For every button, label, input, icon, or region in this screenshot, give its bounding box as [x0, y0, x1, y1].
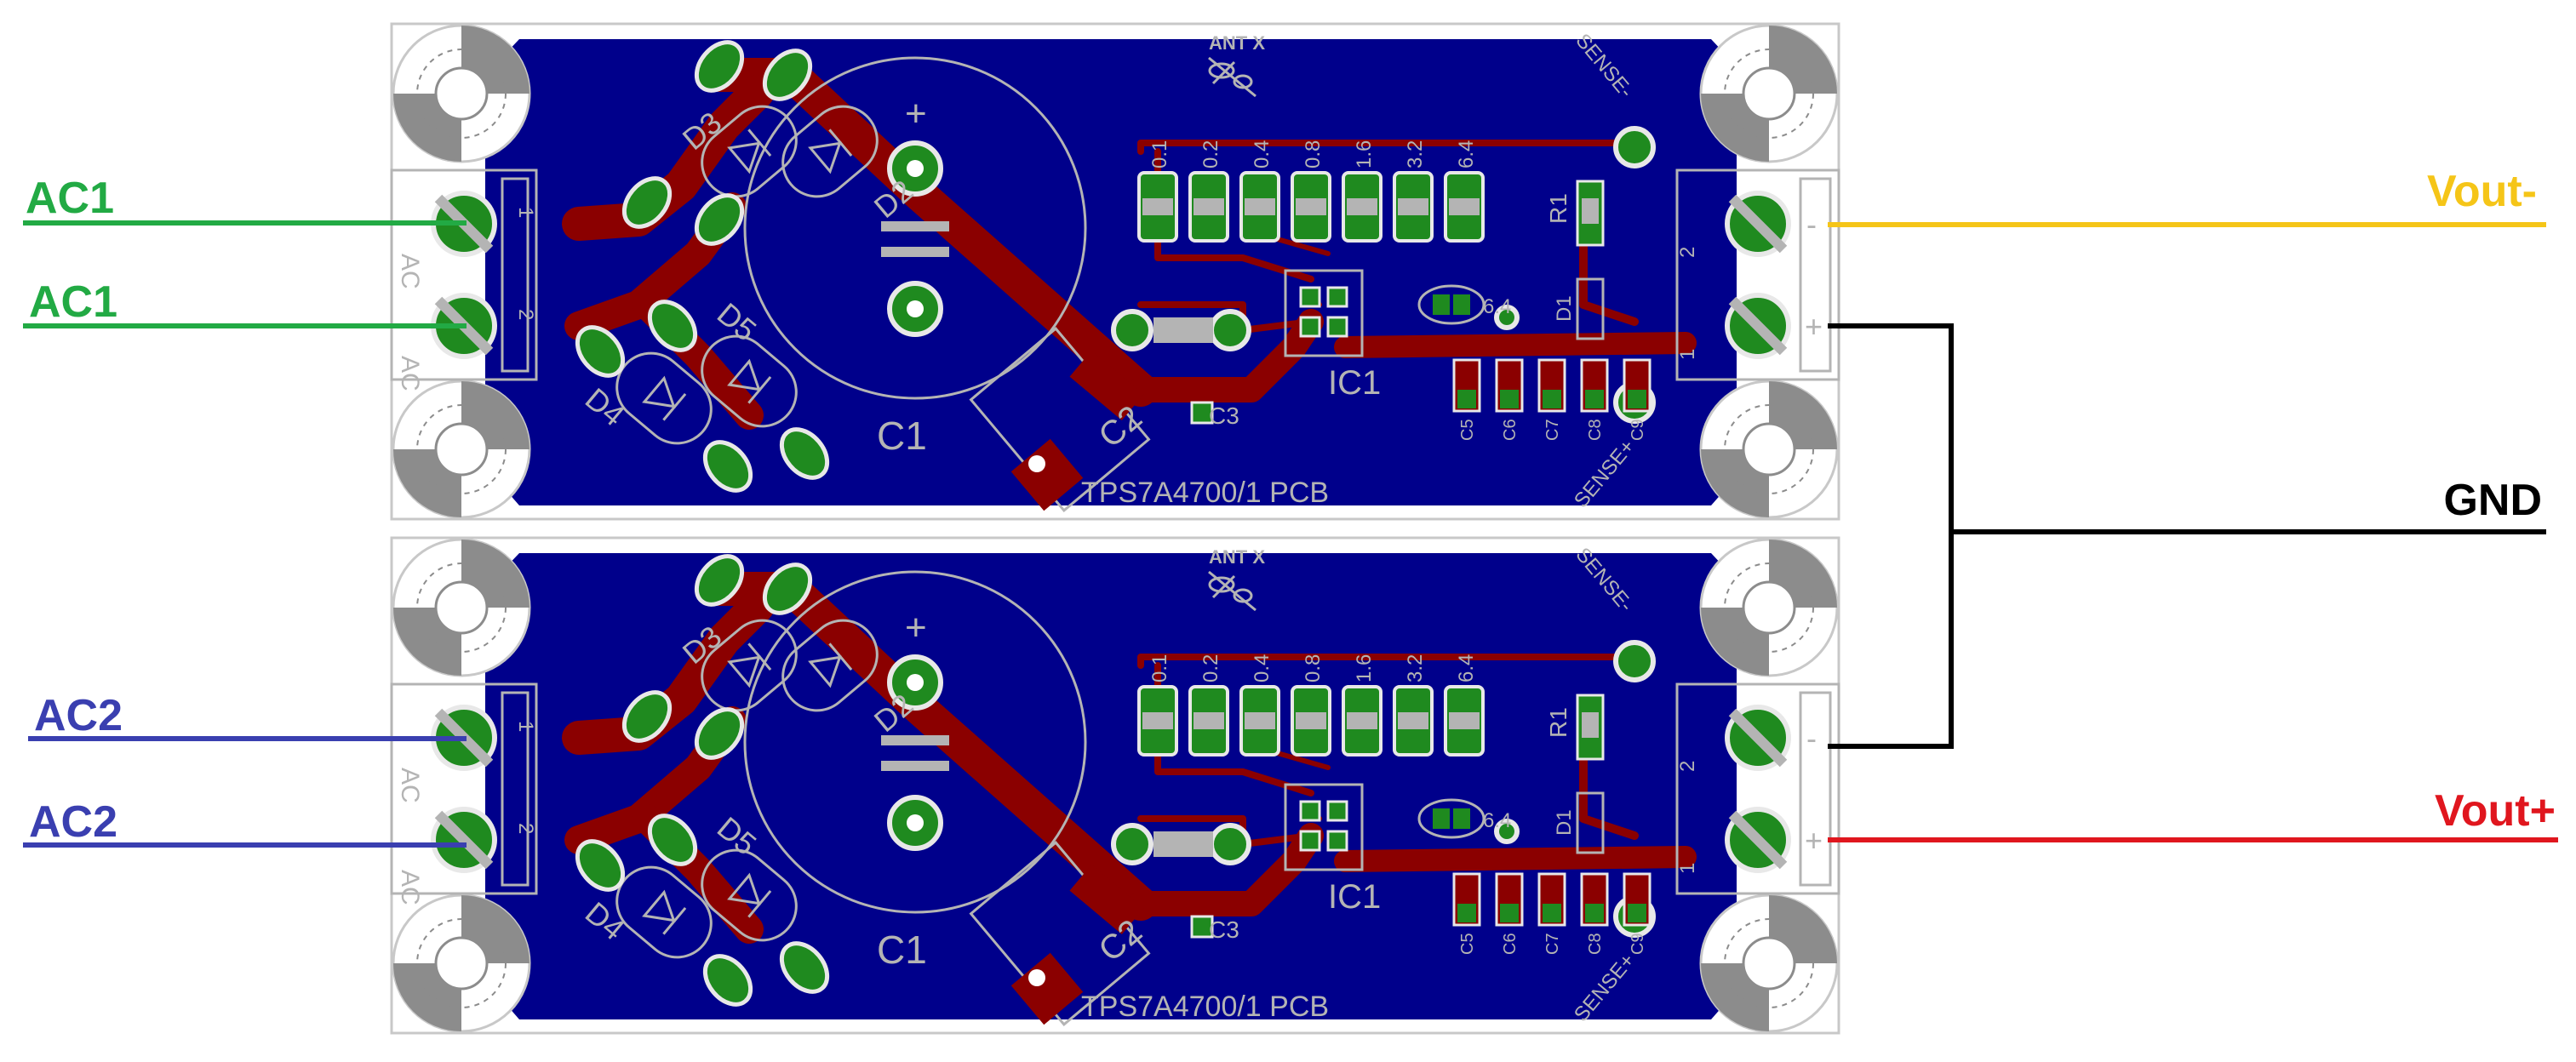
- ref-d1: D1: [1553, 295, 1576, 322]
- pin-2-right: 2: [1676, 247, 1699, 258]
- wire-gnd: [1828, 323, 1954, 749]
- pin-1-right: 1: [1676, 349, 1699, 360]
- voltage-bit-label: 6.4: [1455, 654, 1478, 682]
- ref-c6: C6: [1501, 933, 1520, 955]
- pin-2-right: 2: [1676, 761, 1699, 772]
- label-gnd: GND: [2443, 476, 2542, 525]
- label-vout-minus: Vout-: [2427, 167, 2537, 216]
- terminal-minus: -: [1806, 207, 1817, 242]
- ref-c9: C9: [1629, 933, 1647, 955]
- label-ac2-bottom: AC2: [29, 797, 117, 847]
- board-title: TPS7A4700/1 PCB: [1081, 991, 1329, 1023]
- ref-c9: C9: [1629, 419, 1647, 441]
- ref-c8: C8: [1586, 419, 1605, 441]
- voltage-bit-labels: 0.1 0.2 0.4 0.8 1.6 3.2 6.4: [1148, 654, 1478, 682]
- voltage-bit-label: 3.2: [1404, 140, 1427, 168]
- ac-left-1: AC: [396, 768, 424, 803]
- ref-c3: C3: [1209, 403, 1239, 429]
- wiring: [23, 220, 2558, 848]
- ref-c8: C8: [1586, 933, 1605, 955]
- bit-6-4-cap: 6.4: [1483, 295, 1511, 318]
- voltage-bit-label: 0.2: [1199, 140, 1222, 168]
- bit-6-4-cap: 6.4: [1483, 809, 1511, 832]
- voltage-bit-label: 1.6: [1353, 654, 1376, 682]
- label-ac1-bottom: AC1: [29, 277, 117, 327]
- ref-c1: C1: [877, 414, 927, 458]
- ac-left-2: AC: [396, 870, 424, 905]
- ref-c6: C6: [1501, 419, 1520, 441]
- logo-text: ANT X: [1209, 32, 1265, 54]
- ref-c5: C5: [1458, 933, 1477, 955]
- ref-ic1: IC1: [1328, 364, 1381, 402]
- ref-c5: C5: [1458, 419, 1477, 441]
- label-ac1-top: AC1: [26, 174, 114, 223]
- pin-1-left: 1: [514, 207, 537, 218]
- ac-left-1: AC: [396, 254, 424, 289]
- terminal-plus: +: [1805, 823, 1823, 858]
- voltage-bit-label: 0.1: [1148, 140, 1171, 168]
- ref-c7: C7: [1543, 419, 1562, 441]
- voltage-bit-labels: 0.1 0.2 0.4 0.8 1.6 3.2 6.4: [1148, 140, 1478, 168]
- voltage-bit-label: 0.1: [1148, 654, 1171, 682]
- ref-d1: D1: [1553, 809, 1576, 836]
- terminal-minus: -: [1806, 721, 1817, 756]
- ref-c1: C1: [877, 928, 927, 972]
- pin-1-right: 1: [1676, 863, 1699, 874]
- voltage-bit-label: 1.6: [1353, 140, 1376, 168]
- voltage-bit-label: 0.8: [1302, 140, 1325, 168]
- pin-2-left: 2: [514, 309, 537, 320]
- ref-r1: R1: [1545, 707, 1571, 738]
- ref-c3: C3: [1209, 916, 1239, 943]
- label-ac2-top: AC2: [34, 691, 123, 740]
- voltage-bit-label: 0.8: [1302, 654, 1325, 682]
- voltage-bit-label: 3.2: [1404, 654, 1427, 682]
- pin-2-left: 2: [514, 823, 537, 834]
- pin-1-left: 1: [514, 721, 537, 732]
- ref-r1: R1: [1545, 193, 1571, 224]
- ref-ic1: IC1: [1328, 878, 1381, 916]
- board-1: D3 D2 D4 D5 C1 C2 C3 IC1 R1 D1 6.4 C5 C6…: [392, 24, 1839, 519]
- voltage-bit-label: 0.2: [1199, 654, 1222, 682]
- label-vout-plus: Vout+: [2435, 786, 2556, 836]
- ref-c7: C7: [1543, 933, 1562, 955]
- ac-left-2: AC: [396, 356, 424, 391]
- voltage-bit-label: 6.4: [1455, 140, 1478, 168]
- logo-text: ANT X: [1209, 546, 1265, 568]
- terminal-plus: +: [1805, 309, 1823, 344]
- board-title: TPS7A4700/1 PCB: [1081, 477, 1329, 509]
- voltage-bit-label: 0.4: [1251, 140, 1274, 168]
- board-2: D3 D2 D4 D5 C1 C2 C3 IC1 R1 D1 6.4 C5 C6…: [392, 538, 1839, 1033]
- voltage-bit-label: 0.4: [1251, 654, 1274, 682]
